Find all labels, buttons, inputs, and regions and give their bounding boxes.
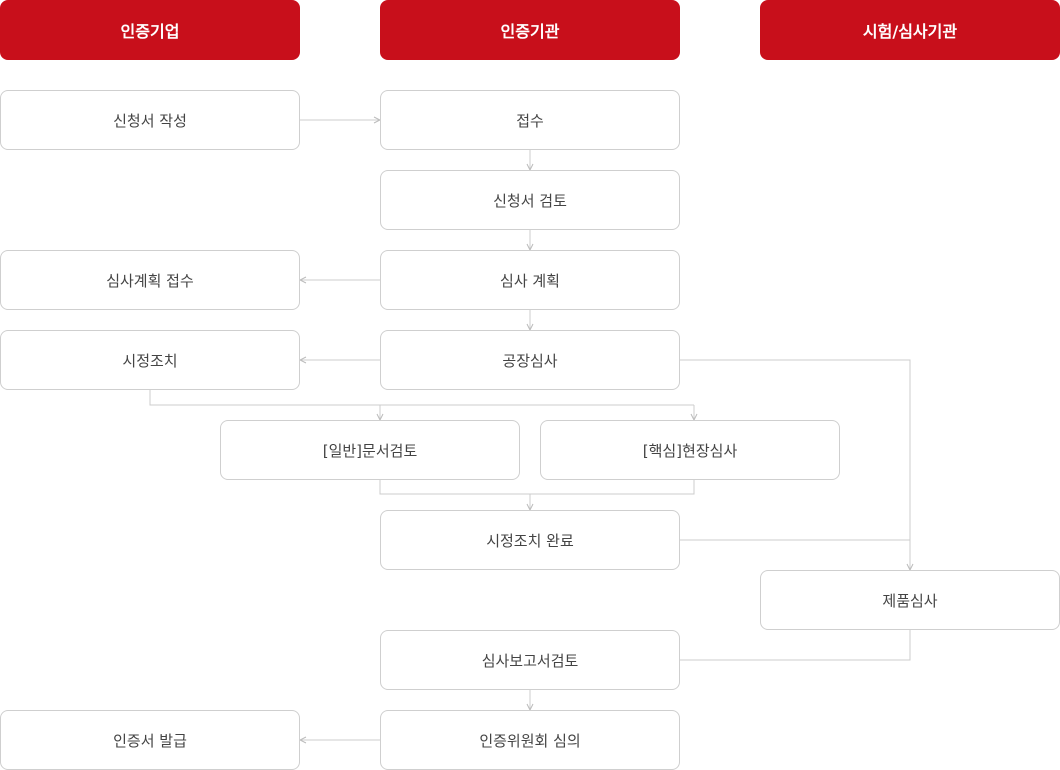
step-general-doc-review: [일반]문서검토 xyxy=(220,420,520,480)
step-audit-plan: 심사 계획 xyxy=(380,250,680,310)
step-corrective-complete: 시정조치 완료 xyxy=(380,510,680,570)
column-header-certifier: 인증기관 xyxy=(380,0,680,60)
step-receipt: 접수 xyxy=(380,90,680,150)
step-committee-review: 인증위원회 심의 xyxy=(380,710,680,770)
step-certificate-issue: 인증서 발급 xyxy=(0,710,300,770)
step-audit-plan-receipt: 심사계획 접수 xyxy=(0,250,300,310)
step-corrective-action: 시정조치 xyxy=(0,330,300,390)
step-core-site-audit: [핵심]현장심사 xyxy=(540,420,840,480)
line-merge xyxy=(379,480,695,495)
line-corrective-split xyxy=(149,390,694,406)
step-application-write: 신청서 작성 xyxy=(0,90,300,150)
step-audit-report-review: 심사보고서검토 xyxy=(380,630,680,690)
line-product-to-report xyxy=(680,630,911,661)
step-factory-audit: 공장심사 xyxy=(380,330,680,390)
arrow-factory-to-product xyxy=(680,359,910,570)
step-application-review: 신청서 검토 xyxy=(380,170,680,230)
column-header-company: 인증기업 xyxy=(0,0,300,60)
column-header-testing: 시험/심사기관 xyxy=(760,0,1060,60)
step-product-audit: 제품심사 xyxy=(760,570,1060,630)
